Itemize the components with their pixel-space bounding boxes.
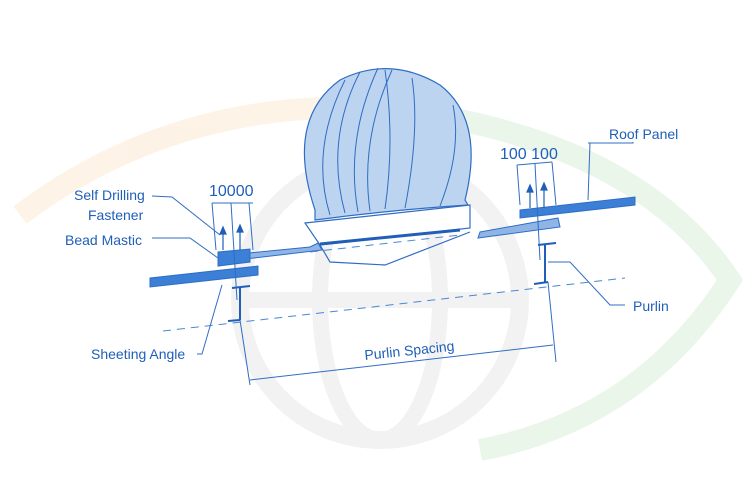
purlin-left xyxy=(227,285,251,322)
roof-sheet-left xyxy=(149,242,323,288)
purlin-right xyxy=(533,242,557,285)
ventilator-dome xyxy=(303,67,472,221)
dimension-left: 10000 xyxy=(209,183,254,200)
label-sheeting-angle: Sheeting Angle xyxy=(91,346,185,362)
label-fastener: Fastener xyxy=(88,207,144,223)
ventilator-base xyxy=(303,204,471,266)
dimension-right: 100 100 xyxy=(500,146,558,163)
center-dashed-lines xyxy=(162,234,626,332)
leader-lines xyxy=(151,142,634,355)
label-roof-panel: Roof Panel xyxy=(609,126,678,142)
fastener-arrows xyxy=(219,181,548,250)
dimension-lines xyxy=(211,161,557,386)
roof-sheet-right xyxy=(477,196,636,239)
label-self-drilling: Self Drilling xyxy=(74,187,145,203)
label-purlin: Purlin xyxy=(633,298,669,314)
label-bead-mastic: Bead Mastic xyxy=(65,232,142,248)
